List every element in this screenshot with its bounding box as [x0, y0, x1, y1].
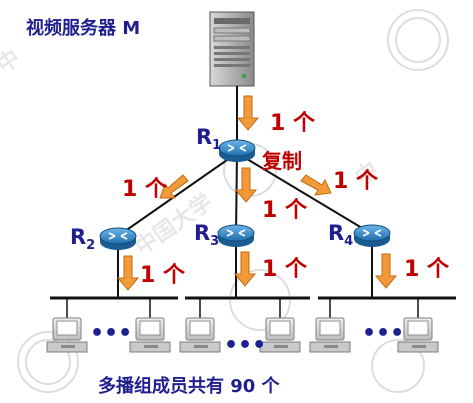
svg-text:R3: R3 — [194, 221, 219, 249]
arrow-down-icon — [234, 167, 258, 203]
svg-text:R4: R4 — [328, 221, 353, 249]
svg-text:中: 中 — [0, 45, 25, 78]
svg-text:R1: R1 — [196, 125, 221, 153]
arrow-down-icon — [236, 95, 260, 131]
count-label: 1 个 — [262, 198, 308, 223]
count-label: 1 个 — [270, 111, 316, 136]
count-label: 1 个 — [122, 177, 168, 202]
arrow-down-icon — [233, 251, 257, 287]
host-computer-icon — [309, 317, 351, 353]
svg-text:•••: ••• — [90, 321, 132, 346]
host-ellipsis: ••• ••• ••• — [90, 321, 404, 358]
arrow-down-icon — [374, 253, 398, 289]
arrow-down-icon — [116, 255, 140, 291]
host-computer-icon — [129, 317, 171, 353]
host-computer-icon — [46, 317, 88, 353]
router-icon — [217, 224, 255, 248]
router-labels: R1 R2 R3 R4 — [70, 125, 353, 253]
arrow-down-left-icon — [159, 174, 189, 199]
network-links — [117, 86, 373, 298]
lan-segments — [50, 296, 456, 318]
video-server-icon — [209, 11, 255, 87]
count-labels: 1 个 复制 1 个 1 个 1 个 1 个 1 个 1 个 — [122, 111, 450, 288]
server-title: 视频服务器 M — [26, 17, 140, 39]
router-icon — [99, 227, 137, 251]
diagram-caption: 多播组成员共有 90 个 — [98, 375, 281, 397]
arrow-down-right-icon — [300, 174, 332, 196]
router-icon — [353, 224, 391, 248]
copy-label: 复制 — [261, 149, 302, 173]
count-label: 1 个 — [140, 263, 186, 288]
host-computer-icon — [179, 317, 221, 353]
count-label: 1 个 — [333, 169, 379, 194]
svg-text:•••: ••• — [362, 321, 404, 346]
count-label: 1 个 — [262, 257, 308, 282]
flow-arrows — [116, 95, 398, 291]
count-label: 1 个 — [404, 257, 450, 282]
router-icon — [218, 139, 256, 163]
svg-text:R2: R2 — [70, 225, 95, 253]
svg-text:•••: ••• — [224, 333, 266, 358]
